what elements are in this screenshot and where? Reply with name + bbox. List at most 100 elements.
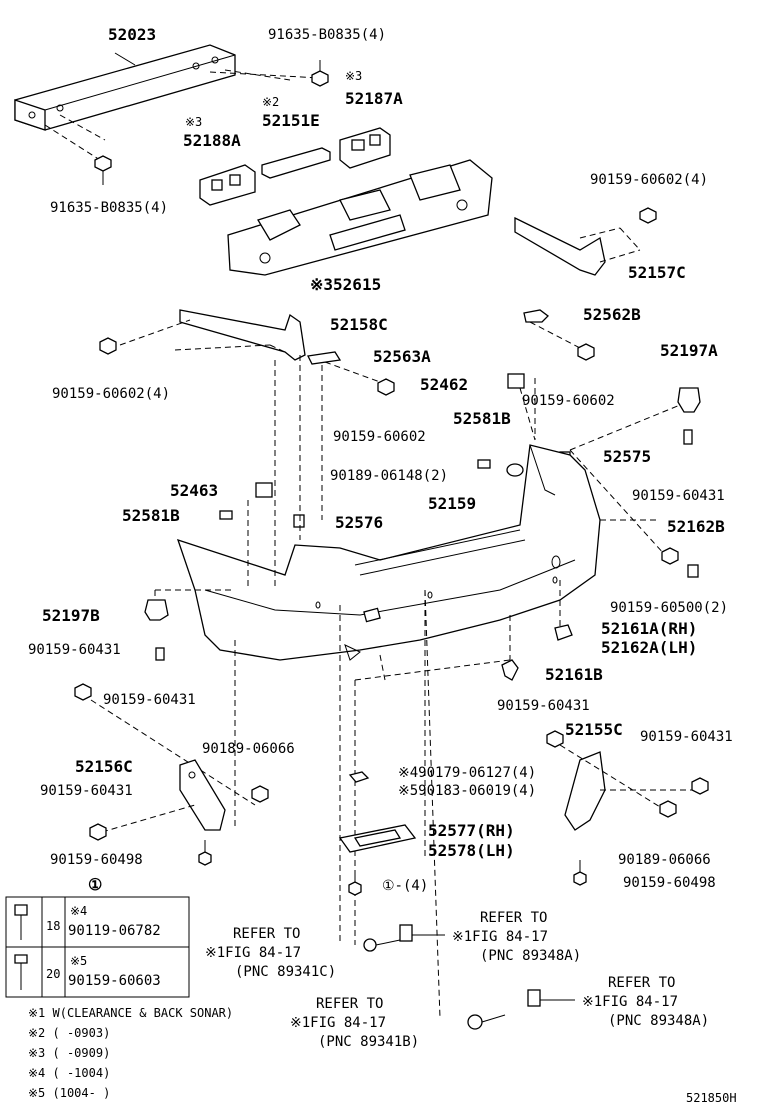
retainer-52197A-drawing: [569, 387, 701, 451]
refer-89341B-line1: REFER TO: [316, 996, 383, 1012]
clip-90179-drawing: [348, 771, 370, 783]
clip-52576-drawing: [293, 514, 305, 528]
label-90159-60431-lowerleft: 90159-60431: [40, 783, 133, 799]
label-90189-06066-right: 90189-06066: [618, 852, 711, 868]
bracket-52155C-drawing: [546, 730, 709, 886]
legend-row1-part: 90119-06782: [68, 923, 161, 939]
refer-89348A-b-line2: ※1FIG 84-17: [582, 994, 678, 1010]
refer-89341B-line3: (PNC 89341B): [318, 1034, 419, 1050]
bracket-52158C-drawing: [99, 309, 306, 361]
label-52161A: 52161A(RH): [601, 619, 697, 638]
label-90189-06066-left: 90189-06066: [202, 741, 295, 757]
label-90159-60498-left: 90159-60498: [50, 852, 143, 868]
label-91635-top: 91635-B0835(4): [268, 27, 386, 43]
bumper-cover-52159-drawing: [176, 444, 601, 661]
retainer-52187A-drawing: [339, 127, 391, 169]
label-90159-60431-farright: 90159-60431: [640, 729, 733, 745]
label-52023: 52023: [108, 25, 156, 44]
legend-row2-mark: ※5: [70, 954, 87, 968]
label-52562B: 52562B: [583, 305, 641, 324]
label-52197A: 52197A: [660, 341, 718, 360]
label-52463: 52463: [170, 481, 218, 500]
legend-row2-part: 90159-60603: [68, 973, 161, 989]
label-52188A: 52188A: [183, 131, 241, 150]
label-90179-06127: ※490179-06127(4): [398, 765, 536, 781]
label-90159-60431-mid: 90159-60431: [497, 698, 590, 714]
pad-52463-drawing: [219, 482, 273, 520]
label-52188A-note: ※3: [185, 115, 202, 129]
label-90183-06019: ※590183-06019(4): [398, 783, 536, 799]
label-52563A: 52563A: [373, 347, 431, 366]
pad-52462-drawing: [507, 373, 536, 441]
fastener-legend-box: [5, 896, 190, 998]
absorber-52615-drawing: [227, 159, 493, 276]
label-52576: 52576: [335, 513, 383, 532]
label-52187A: 52187A: [345, 89, 403, 108]
refer-89341C-line1: REFER TO: [233, 926, 300, 942]
retainer-52188A-drawing: [199, 164, 256, 206]
refer-89341B-line2: ※1FIG 84-17: [290, 1015, 386, 1031]
note-4: ※4 ( -1004): [28, 1066, 110, 1080]
label-52151E: 52151E: [262, 111, 320, 130]
label-52158C: 52158C: [330, 315, 388, 334]
legend-row1-mark: ※4: [70, 904, 87, 918]
label-52581B-left: 52581B: [122, 506, 180, 525]
note-1: ※1 W(CLEARANCE & BACK SONAR): [28, 1006, 233, 1020]
label-52151E-note: ※2: [262, 95, 279, 109]
label-90159-60498-right: 90159-60498: [623, 875, 716, 891]
legend-row1-size: 18: [46, 919, 60, 933]
refer-89348A-a-line1: REFER TO: [480, 910, 547, 926]
label-90159-60602-b: 90159-60602: [522, 393, 615, 409]
label-90159-60500: 90159-60500(2): [610, 600, 728, 616]
refer-89348A-a-line2: ※1FIG 84-17: [452, 929, 548, 945]
label-52577: 52577(RH): [428, 821, 515, 840]
sensor-pnc-89341B-drawing: [467, 989, 575, 1030]
refer-89341C-line2: ※1FIG 84-17: [205, 945, 301, 961]
refer-89341C-line3: (PNC 89341C): [235, 964, 336, 980]
label-52156C: 52156C: [75, 757, 133, 776]
label-52155C: 52155C: [565, 720, 623, 739]
sensor-pnc-89341C-drawing: [363, 924, 445, 952]
label-52615: ※352615: [310, 275, 381, 294]
note-3: ※3 ( -0909): [28, 1046, 110, 1060]
label-52162A: 52162A(LH): [601, 638, 697, 657]
label-52161B: 52161B: [545, 665, 603, 684]
label-52581B-right: 52581B: [453, 409, 511, 428]
refer-89348A-b-line1: REFER TO: [608, 975, 675, 991]
bolt-91635-top-drawing: [311, 60, 329, 87]
bracket-52156C-drawing: [89, 759, 226, 866]
label-90159-60431-left2: 90159-60431: [103, 692, 196, 708]
label-52578: 52578(LH): [428, 841, 515, 860]
clip-52563A-drawing: [307, 351, 395, 396]
note-5: ※5 (1004- ): [28, 1086, 110, 1100]
bracket-52157C-drawing: [514, 207, 657, 276]
housing-52577-drawing: [338, 824, 417, 896]
label-90159-60431-left1: 90159-60431: [28, 642, 121, 658]
label-52157C: 52157C: [628, 263, 686, 282]
bolt-90159-60431-left-drawing: [74, 683, 269, 806]
clip-52161B-drawing: [501, 659, 519, 681]
legend-row2-size: 20: [46, 967, 60, 981]
reinforcement-52023-drawing: [14, 44, 321, 161]
diagram-id: 521850H: [686, 1091, 737, 1105]
clips-52162B-drawing: [554, 547, 699, 641]
refer-89348A-b-line3: (PNC 89348A): [608, 1013, 709, 1029]
bolt-91635-bottom-drawing: [94, 155, 112, 185]
label-90159-60431-right: 90159-60431: [632, 488, 725, 504]
label-90189-06148: 90189-06148(2): [330, 468, 448, 484]
retainer-52197B-drawing: [144, 599, 169, 661]
label-52187A-note: ※3: [345, 69, 362, 83]
spacer-52151E-drawing: [261, 147, 331, 179]
label-52462: 52462: [420, 375, 468, 394]
clip-52562B-drawing: [523, 309, 595, 361]
label-90159-60602-4-right: 90159-60602(4): [590, 172, 708, 188]
note-2: ※2 ( -0903): [28, 1026, 110, 1040]
label-52575: 52575: [603, 447, 651, 466]
refer-89348A-a-line3: (PNC 89348A): [480, 948, 581, 964]
label-circle1-qty: ①-(4): [382, 878, 428, 894]
label-90159-60602-4-left: 90159-60602(4): [52, 386, 170, 402]
bumper-leader-lines: [154, 355, 666, 1019]
label-91635-bottom: 91635-B0835(4): [50, 200, 168, 216]
label-52197B: 52197B: [42, 606, 100, 625]
